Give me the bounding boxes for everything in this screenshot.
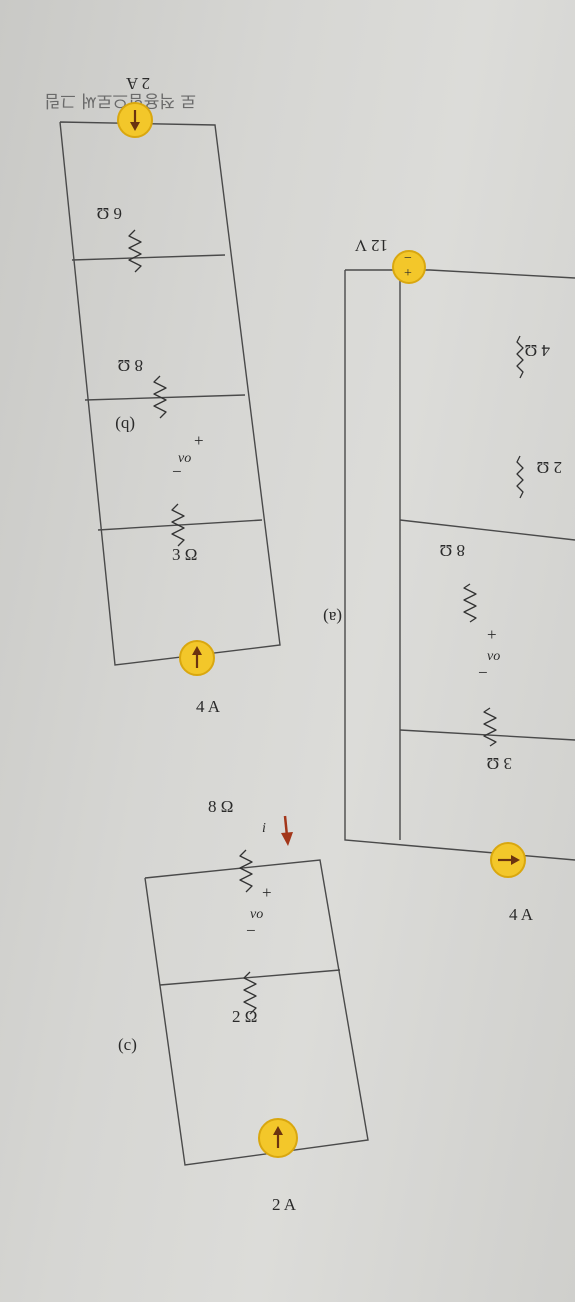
resistor-4ohm-label: 4 Ω [525, 341, 550, 360]
circuit-a: − + 12 V 4 Ω 2 Ω 8 Ω + vo − 3 Ω [323, 236, 575, 924]
r-8ohm-b-label-group: 8 Ω [118, 356, 143, 375]
resistor-2ohm-c [243, 971, 257, 1015]
vo-label-b: vo [178, 451, 191, 466]
resistor-2ohm [516, 455, 524, 499]
voltage-label-group: 12 V [354, 236, 388, 255]
circuit-a-top-wire [345, 269, 575, 279]
voltage-source-label: 12 V [354, 236, 388, 255]
header-text-group: 로 적용함으로써 그림 [44, 90, 196, 110]
current-source-2a-label: 2 A [125, 74, 150, 93]
resistor-8ohm-c-label: 8 Ω [208, 797, 233, 816]
vo-plus-b: + [194, 431, 204, 450]
circuit-a-branch-wire [399, 519, 575, 541]
current-source-arrowhead [130, 122, 140, 131]
resistor-3ohm-b [171, 503, 185, 547]
current-source-2a-c [258, 1118, 298, 1158]
voltage-source-minus: − [404, 251, 412, 266]
circuit-b-rung-2 [84, 394, 246, 401]
vo-minus-b: − [172, 462, 182, 481]
r-4ohm-label-group: 4 Ω [525, 341, 550, 360]
current-source-arrowhead [273, 1126, 283, 1135]
circuit-c-rung [159, 969, 341, 986]
resistor-8ohm-a-label: 8 Ω [440, 541, 465, 560]
r-8ohm-a-label-group: 8 Ω [440, 541, 465, 560]
resistor-8ohm-b-label: 8 Ω [118, 356, 143, 375]
resistor-2ohm-label: 2 Ω [537, 458, 562, 477]
circuit-a-branch-wire-2 [399, 729, 575, 741]
vo-label-c: vo [250, 907, 263, 922]
resistor-8ohm-a [463, 583, 477, 623]
resistor-2ohm-c-label: 2 Ω [232, 1007, 257, 1026]
current-i-arrowhead [281, 832, 293, 846]
circuit-b-rung-3 [97, 519, 263, 531]
voltage-source-circle [392, 250, 426, 284]
vo-label-a: vo [487, 649, 500, 664]
caption-c: (c) [118, 1035, 137, 1054]
resistor-6ohm-label: 6 Ω [97, 204, 122, 223]
caption-b-group: (b) [115, 416, 135, 435]
r-2ohm-label-group: 2 Ω [537, 458, 562, 477]
current-source-4a-b-label: 4 A [196, 697, 221, 716]
voltage-source-12v: − + [392, 250, 426, 284]
voltage-source-plus: + [404, 266, 412, 281]
caption-a: (a) [323, 608, 342, 627]
current-i-label: i [262, 821, 266, 836]
current-source-arrowhead [511, 855, 520, 865]
source-2a-label-group: 2 A [125, 74, 150, 93]
vo-minus-c: − [246, 921, 256, 940]
vo-plus-c: + [262, 883, 272, 902]
resistor-3ohm-a [483, 707, 497, 747]
resistor-3ohm-a-label: 3 Ω [487, 754, 512, 773]
current-source-4a-label: 4 A [509, 905, 534, 924]
circuit-c-frame [144, 859, 369, 1166]
header-text: 로 적용함으로써 그림 [44, 90, 196, 110]
caption-b: (b) [115, 416, 135, 435]
current-source-arrowhead [192, 646, 202, 655]
current-source-2a-c-label: 2 A [272, 1195, 297, 1214]
circuit-b: 2 A 6 Ω 8 Ω + vo − 3 Ω 4 A (b) [59, 74, 281, 716]
current-source-2a-b [117, 102, 153, 138]
resistor-6ohm [128, 229, 142, 273]
vo-plus-a: + [487, 625, 497, 644]
circuit-c: i 8 Ω + vo − 2 Ω 2 A (c) [118, 797, 369, 1214]
resistor-8ohm-b [153, 375, 167, 419]
resistor-4ohm [516, 335, 524, 379]
circuit-b-frame [59, 121, 281, 666]
r-6ohm-label-group: 6 Ω [97, 204, 122, 223]
current-source-4a-b [179, 640, 215, 676]
vo-minus-a: − [478, 663, 488, 682]
circuit-b-rung-1 [71, 254, 226, 261]
resistor-3ohm-b-label: 3 Ω [172, 545, 197, 564]
current-source-4a-a [490, 842, 526, 878]
caption-a-group: (a) [323, 608, 342, 627]
resistor-8ohm-c [239, 849, 253, 893]
